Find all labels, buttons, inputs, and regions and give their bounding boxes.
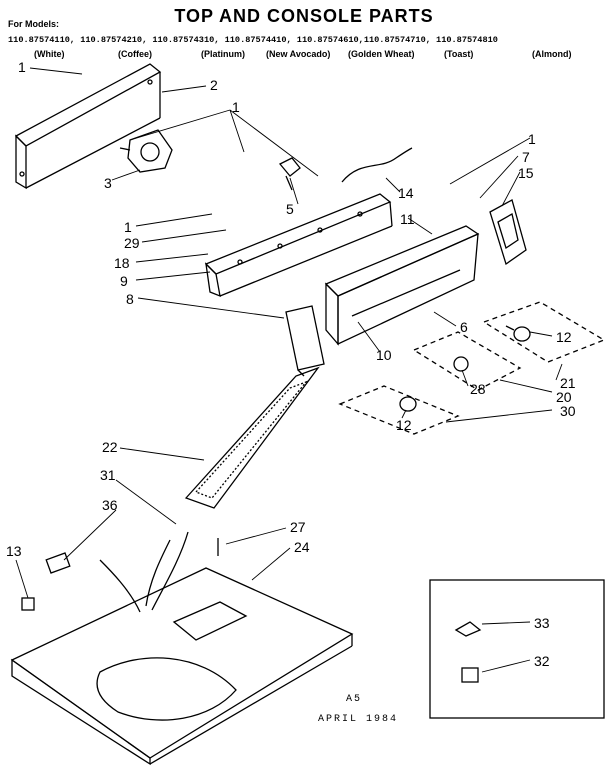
console-part-11 <box>324 225 480 346</box>
knob-12-upper <box>505 325 531 342</box>
sensor-part-33 <box>454 621 482 637</box>
callout-24: 24 <box>294 539 310 555</box>
callout-18: 18 <box>114 255 130 271</box>
kit-box-21 <box>482 301 606 363</box>
callout-13: 13 <box>6 543 22 559</box>
lint-screen-part-22 <box>184 366 320 509</box>
callout-1-d: 1 <box>124 219 132 235</box>
callout-11: 11 <box>400 211 415 227</box>
callout-3: 3 <box>104 175 112 191</box>
callout-20: 20 <box>556 389 572 405</box>
callout-36: 36 <box>102 497 118 513</box>
inset-box <box>429 579 605 719</box>
callout-2: 2 <box>210 77 218 93</box>
wire-harness-14 <box>341 147 413 183</box>
color-new-avocado: (New Avocado) <box>266 49 331 59</box>
callout-7: 7 <box>522 149 530 165</box>
console-bracket-part-9 <box>204 193 393 298</box>
callout-28: 28 <box>470 381 486 397</box>
callout-32: 32 <box>534 653 550 669</box>
switch-part-32 <box>461 667 479 683</box>
models-heading: For Models: <box>8 19 59 29</box>
color-coffee: (Coffee) <box>118 49 152 59</box>
color-platinum: (Platinum) <box>201 49 245 59</box>
end-cap-part-15 <box>489 199 527 266</box>
callout-29: 29 <box>124 235 140 251</box>
timer-motor-part <box>119 129 173 173</box>
callout-21: 21 <box>560 375 576 391</box>
callout-10: 10 <box>376 347 392 363</box>
callout-33: 33 <box>534 615 550 631</box>
page-code: A5 <box>346 694 363 705</box>
callout-12-b: 12 <box>396 417 412 433</box>
callout-22: 22 <box>102 439 118 455</box>
callout-1-c: 1 <box>528 131 536 147</box>
end-cap-part-8 <box>285 305 325 377</box>
color-toast: (Toast) <box>444 49 474 59</box>
callout-6: 6 <box>460 319 468 335</box>
rear-rail-part <box>14 63 162 190</box>
print-date: APRIL 1984 <box>318 714 399 725</box>
color-white: (White) <box>34 49 65 59</box>
callout-27: 27 <box>290 519 306 535</box>
wire-harness-31 <box>99 531 189 613</box>
knob-12-lower <box>399 396 417 412</box>
leader-lines <box>15 67 563 673</box>
connector-part-36 <box>45 552 71 574</box>
bracket-part-5 <box>278 157 301 191</box>
callout-9: 9 <box>120 273 128 289</box>
callout-30: 30 <box>560 403 576 419</box>
model-numbers: 110.87574110, 110.87574210, 110.87574310… <box>8 35 498 45</box>
callout-8: 8 <box>126 291 134 307</box>
kit-box-30 <box>338 385 460 435</box>
callout-12-a: 12 <box>556 329 572 345</box>
callout-1-b: 1 <box>232 99 240 115</box>
kit-box-20 <box>412 331 522 391</box>
knob-28 <box>453 356 469 372</box>
color-golden-wheat: (Golden Wheat) <box>348 49 415 59</box>
color-almond: (Almond) <box>532 49 572 59</box>
callout-15: 15 <box>518 165 534 181</box>
bumper-part-13 <box>21 597 35 611</box>
diagram-title: TOP AND CONSOLE PARTS <box>174 6 434 26</box>
callout-1-a: 1 <box>18 59 26 75</box>
callout-31: 31 <box>100 467 116 483</box>
callout-14: 14 <box>398 185 414 201</box>
dryer-top-part-24 <box>10 567 354 766</box>
callout-5: 5 <box>286 201 294 217</box>
